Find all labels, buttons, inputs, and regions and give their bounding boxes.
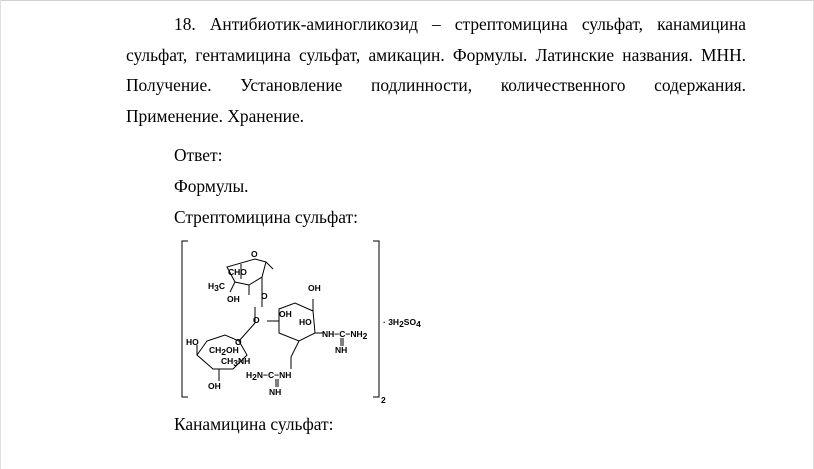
hydroxyl-5: HO	[186, 337, 199, 347]
sulfate-counterion: · 3H2SO4	[383, 317, 421, 329]
streptomycin-structural-formula: O CHO H3C OH O OH OH HO O NH−C−NH2 NH HO…	[181, 240, 421, 405]
answer-label: Ответ:	[174, 145, 223, 165]
ring1-oxygen: O	[251, 249, 258, 259]
page-left-edge	[0, 0, 1, 469]
hydroxyl-4: HO	[299, 317, 312, 327]
formulas-label: Формулы.	[174, 176, 249, 196]
bracket-subscript: 2	[381, 395, 386, 405]
streptomycin-structure-diagram: O CHO H3C OH O OH OH HO O NH−C−NH2 NH HO…	[175, 237, 435, 409]
kanamycin-label: Канамицина сульфат:	[174, 414, 334, 434]
question-paragraph: 18. Антибиотик-аминогликозид – стрептоми…	[126, 14, 746, 126]
methyl-group: H3C	[208, 281, 225, 293]
bridge-oxygen-1: O	[261, 291, 268, 301]
methylamino-group: CH3NH	[221, 356, 250, 368]
ring3-oxygen: O	[235, 337, 242, 347]
glucosamine-ring	[196, 334, 248, 370]
hydroxymethyl-group: CH2OH	[209, 345, 239, 357]
hydroxyl-1: OH	[227, 294, 240, 304]
hydroxyl-6: OH	[208, 381, 221, 391]
imine-nh-2: NH	[269, 387, 281, 397]
guanidine-group-2: H2N−C−NH	[246, 370, 291, 382]
hydroxyl-2: OH	[308, 283, 321, 293]
hydroxyl-3: OH	[279, 309, 292, 319]
imine-nh-1: NH	[335, 345, 347, 355]
right-bracket	[373, 240, 380, 398]
cho-group: CHO	[228, 267, 247, 277]
bridge-oxygen-2: O	[253, 315, 260, 325]
streptomycin-label: Стрептомицина сульфат:	[174, 207, 358, 227]
guanidine-group-1: NH−C−NH2	[322, 329, 368, 341]
page-top-edge	[0, 0, 814, 1]
left-bracket	[181, 240, 188, 398]
